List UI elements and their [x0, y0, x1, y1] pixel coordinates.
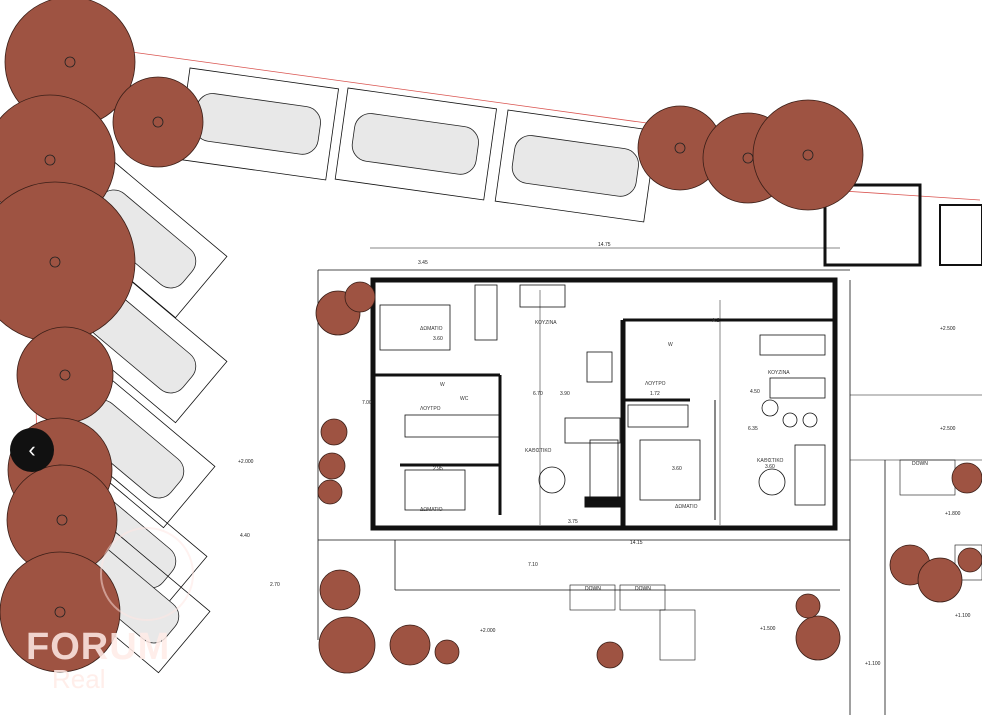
level-label: +2.500 [940, 326, 956, 332]
tree-icon [389, 624, 431, 666]
dim-overall-width: 14.75 [598, 242, 611, 248]
dim-bed1: 3.60 [433, 336, 443, 342]
tree-icon [951, 462, 982, 494]
apartment-walls [317, 183, 982, 715]
chevron-left-icon: ‹ [28, 437, 36, 462]
dim-living-r: 3.60 [765, 464, 775, 470]
tree-icon [319, 569, 361, 611]
room-label-bedroom-2: ΔΩΜΑΤΙΟ [420, 507, 443, 513]
parking-spaces [40, 67, 657, 674]
tree-icon [596, 641, 624, 669]
room-labels: ΔΩΜΑΤΙΟ ΚΟΥΖΙΝΑ ΛΟΥΤΡΟ ΚΑΘΙΣΤΙΚΟ ΔΩΜΑΤΙΟ… [420, 318, 790, 513]
room-label-bedroom-1: ΔΩΜΑΤΙΟ [420, 326, 443, 332]
car-icon [511, 135, 639, 197]
watermark-logo: FORUM Real [26, 628, 170, 692]
tree-icon [317, 479, 343, 505]
tree-icon [112, 76, 204, 168]
tree-icon [318, 616, 376, 674]
parking-space [334, 87, 497, 201]
dim-bed2: 2.95 [433, 466, 443, 472]
tree-trunk-marker [64, 56, 76, 68]
level-label: +1.100 [865, 661, 881, 667]
dim-living-w: 3.90 [560, 391, 570, 397]
dim-side-h: 7.00 [362, 400, 372, 406]
tree-icon [957, 547, 982, 573]
tree-trunk-marker [674, 142, 686, 154]
tree-icon [752, 99, 864, 211]
tree-trunk-marker [802, 149, 814, 161]
watermark-line-1: FORUM [26, 626, 171, 668]
room-label-living-1: ΚΑΘΙΣΤΙΚΟ [525, 448, 552, 454]
room-label-living-2: ΚΑΘΙΣΤΙΚΟ [757, 458, 784, 464]
tree-icon [320, 418, 348, 446]
tree-icon [917, 557, 963, 603]
car-icon [351, 113, 479, 175]
tree-icon [344, 281, 376, 313]
tree-icon [434, 639, 460, 665]
trees [0, 0, 982, 674]
stair-down-label: DOWN [912, 461, 928, 467]
dimension-labels: 14.75 3.45 3.90 6.70 3.60 2.95 3.75 1.72… [240, 242, 775, 588]
room-label-bathroom-1: ΛΟΥΤΡΟ [420, 406, 441, 412]
level-label: +2.000 [480, 628, 496, 634]
room-label-bedroom-3: ΔΩΜΑΤΙΟ [675, 504, 698, 510]
dim-bed-r: 3.60 [672, 466, 682, 472]
parking-outline [334, 87, 497, 201]
room-label-kitchen-2: ΚΟΥΖΙΝΑ [768, 370, 790, 376]
tree-trunk-marker [152, 116, 164, 128]
tree-icon [795, 615, 841, 661]
stair-down-label: DOWN [635, 586, 651, 592]
level-label: +2.500 [940, 426, 956, 432]
car-icon [193, 93, 321, 155]
dim-right-h: 6.35 [748, 426, 758, 432]
tree-trunk-marker [59, 369, 71, 381]
dim-top-left: 3.45 [418, 260, 428, 266]
tree-icon [795, 593, 821, 619]
level-label: +1.500 [760, 626, 776, 632]
tree-trunk-marker [49, 256, 61, 268]
level-label: +1.100 [955, 613, 971, 619]
dim-bath-r: 1.72 [650, 391, 660, 397]
dim-bottom-mid: 3.75 [568, 519, 578, 525]
dim-left: 4.40 [240, 533, 250, 539]
level-label: +2.000 [238, 459, 254, 465]
stair-down-label: DOWN [585, 586, 601, 592]
room-label-w-2: W [668, 342, 673, 348]
tree-trunk-marker [44, 154, 56, 166]
watermark-line-2: Real [52, 664, 106, 694]
marker-a2: A.2 [712, 318, 720, 324]
watermark-logo-ring [100, 527, 194, 621]
room-label-w: W [440, 382, 445, 388]
tree-icon [318, 452, 346, 480]
dim-kitchen-r: 4.50 [750, 389, 760, 395]
tree-icon [16, 326, 114, 424]
room-label-wc: WC [460, 396, 469, 402]
dim-living-h: 6.70 [533, 391, 543, 397]
level-label: +1.800 [945, 511, 961, 517]
dim-bottom-total: 14.15 [630, 540, 643, 546]
tree-trunk-marker [56, 514, 68, 526]
dim-front: 7.10 [528, 562, 538, 568]
level-labels: +2.500 +2.500 +1.800 +2.000 +1.500 +1.10… [238, 326, 971, 667]
tree-trunk-marker [54, 606, 66, 618]
dim-ax: 2.70 [270, 582, 280, 588]
room-label-bathroom-2: ΛΟΥΤΡΟ [645, 381, 666, 387]
parking-space [494, 109, 657, 223]
previous-image-button[interactable]: ‹ [10, 428, 54, 472]
room-label-kitchen-1: ΚΟΥΖΙΝΑ [535, 320, 557, 326]
